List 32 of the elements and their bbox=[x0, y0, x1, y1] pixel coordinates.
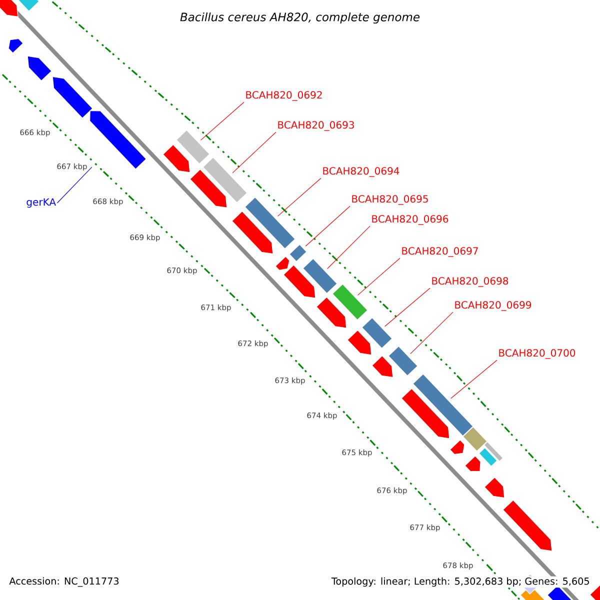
gene-label: gerKA bbox=[26, 198, 56, 208]
leader-line bbox=[327, 226, 370, 270]
gene-label: BCAH820_0700 bbox=[499, 349, 576, 359]
leader-line bbox=[305, 206, 350, 246]
leader-line bbox=[232, 132, 276, 174]
leader-line bbox=[200, 102, 244, 140]
gene-label: BCAH820_0697 bbox=[402, 247, 478, 257]
leader-line bbox=[357, 258, 400, 296]
footer-text: Accession: NC_011773 bbox=[9, 577, 119, 587]
gene-label: BCAH820_0698 bbox=[432, 277, 508, 287]
gene-label: BCAH820_0692 bbox=[246, 91, 322, 101]
gene-feature bbox=[176, 130, 210, 164]
gene-label: BCAH820_0699 bbox=[455, 301, 532, 311]
leader-line bbox=[384, 288, 430, 327]
gene-label: BCAH820_0696 bbox=[372, 215, 448, 225]
gene-label: BCAH820_0693 bbox=[278, 121, 354, 131]
leader-line bbox=[277, 178, 322, 216]
gene-feature bbox=[388, 346, 418, 376]
gene-feature bbox=[244, 196, 296, 250]
gene-feature bbox=[362, 317, 392, 349]
gene-feature bbox=[302, 258, 338, 294]
gene-label: BCAH820_0695 bbox=[352, 195, 428, 205]
gene-feature bbox=[289, 244, 307, 262]
gene-feature bbox=[90, 110, 147, 170]
leader-line bbox=[450, 360, 498, 399]
gene-feature bbox=[412, 374, 474, 436]
footer-text: Topology: linear; Length: 5,302,683 bp; Genes: 5,605 bbox=[330, 576, 591, 588]
leader-line bbox=[56, 166, 92, 204]
gene-feature bbox=[332, 284, 368, 320]
title: Bacillus cereus AH820, complete genome bbox=[180, 12, 420, 24]
gene-label: BCAH820_0694 bbox=[323, 167, 400, 177]
leader-line bbox=[410, 312, 454, 354]
